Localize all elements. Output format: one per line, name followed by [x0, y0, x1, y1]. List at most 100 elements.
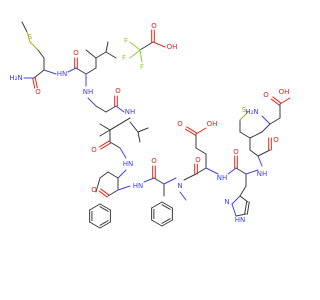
bond [184, 128, 196, 136]
bond [257, 149, 271, 157]
hydroxyl-label: OH [167, 43, 178, 51]
bond [26, 31, 31, 43]
bond [205, 167, 219, 175]
amide-nh2-label: H₂N [9, 74, 22, 82]
bond [270, 98, 280, 106]
oxygen-label: O [151, 157, 157, 165]
bond [183, 173, 197, 181]
bond [137, 127, 149, 133]
hydroxyl-label: OH [207, 120, 218, 128]
bond [95, 177, 101, 193]
bond [186, 126, 198, 134]
bond [239, 195, 249, 203]
bond [98, 190, 108, 198]
bond [227, 167, 237, 175]
bond [99, 220, 109, 226]
amide-nh-label: NH [217, 174, 228, 182]
amide-nh-label: NH [83, 88, 94, 96]
bond [239, 131, 251, 139]
bond [161, 218, 171, 224]
oxygen-label: O [91, 146, 97, 154]
bond [34, 77, 38, 89]
oxygen-label: O [195, 156, 201, 164]
bond [231, 203, 237, 217]
oxygen-label: O [233, 148, 239, 156]
bond [99, 206, 109, 212]
bond [37, 49, 45, 59]
bond [151, 219, 163, 227]
bond [137, 131, 141, 143]
bond [115, 105, 125, 113]
bond [195, 167, 207, 175]
bond [151, 201, 163, 209]
amide-nh-label: HN [123, 160, 134, 168]
amide-nh-label: NH [257, 170, 268, 178]
bond [99, 221, 111, 229]
amide-nh-label: HN [57, 70, 68, 78]
bond [32, 77, 36, 89]
bond [269, 117, 281, 125]
bond [239, 111, 249, 121]
bond [161, 201, 173, 209]
bond [99, 203, 111, 211]
bond [249, 131, 263, 139]
bond [107, 189, 119, 197]
bond [75, 67, 87, 75]
bond [105, 105, 117, 113]
bond [261, 115, 271, 125]
bond [89, 221, 101, 229]
bond [279, 97, 291, 105]
bond [95, 105, 107, 113]
bond [195, 127, 207, 135]
sulfur-label: S [242, 106, 247, 114]
nitrogen-label: N [177, 182, 182, 190]
oxygen-label: O [263, 91, 269, 99]
bond [245, 169, 259, 175]
oxygen-label: O [151, 22, 157, 30]
bond [161, 204, 171, 210]
oxygen-label: O [177, 120, 183, 128]
bond [100, 142, 112, 150]
bond [129, 49, 141, 59]
bond [152, 41, 166, 48]
bond [129, 121, 139, 133]
bond [235, 213, 247, 217]
bond [161, 219, 173, 227]
bond [109, 123, 121, 131]
fluorine-label: F [122, 54, 126, 62]
bond [99, 171, 109, 179]
bond [105, 51, 117, 59]
bond [99, 129, 111, 137]
bond [109, 141, 121, 149]
bond [129, 41, 141, 51]
bond [231, 195, 241, 205]
bond [272, 96, 282, 104]
bond [195, 147, 207, 155]
imidazole-n-label: N [224, 198, 229, 206]
bond [67, 67, 77, 73]
bond [119, 117, 131, 125]
amine-nh2-label: H₂N [245, 108, 258, 116]
bond [117, 185, 131, 191]
bond [244, 201, 248, 215]
bond [139, 41, 154, 51]
oxygen-label: O [91, 186, 97, 194]
bond [163, 177, 177, 185]
bond [257, 155, 263, 167]
bond [85, 49, 97, 59]
bond [235, 167, 247, 175]
bond [117, 169, 127, 179]
bond [87, 97, 97, 107]
bond [119, 147, 127, 159]
bond [246, 201, 250, 215]
bond [239, 185, 247, 197]
oxygen-label: O [73, 49, 79, 57]
bond [143, 177, 155, 183]
amide-nh-label: NH [125, 108, 136, 116]
bond [89, 203, 101, 211]
bond [139, 49, 143, 63]
bond [95, 51, 107, 59]
oxygen-label: O [35, 88, 41, 96]
bond [43, 69, 57, 75]
